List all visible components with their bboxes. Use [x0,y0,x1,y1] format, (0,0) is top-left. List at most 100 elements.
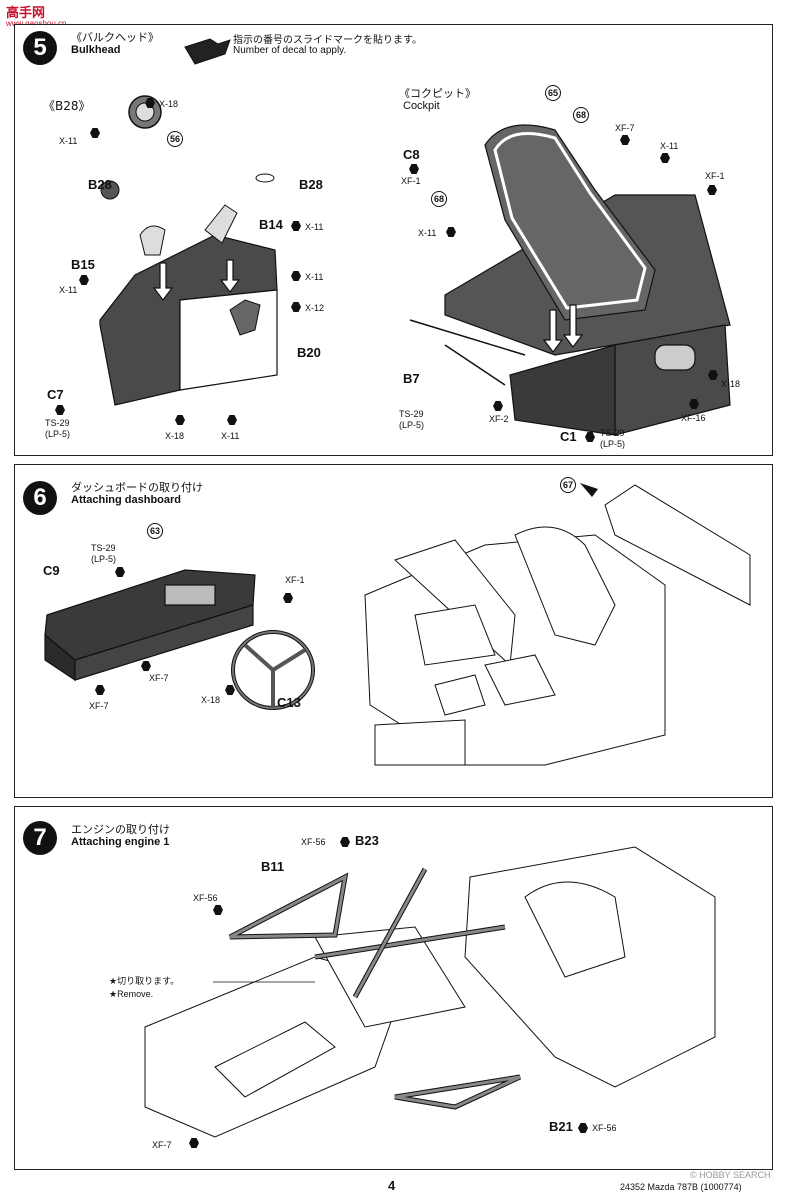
code-ts29-b7: TS-29 [399,409,424,419]
code-xf1-c8: XF-1 [401,176,421,186]
code-lp5-c1: (LP-5) [600,439,626,449]
bolt-icon [225,685,235,695]
bolt-icon [189,1138,199,1148]
code-ts29-c7: TS-29 [45,418,70,428]
bolt-icon [213,905,223,915]
code-ts29-c1: TS-29 [600,428,625,438]
step6-title-en: Attaching dashboard [71,494,182,506]
code-x18-cockpit: X-18 [721,379,741,389]
code-lp5-c9: (LP-5) [91,554,117,564]
step6-number: 6 [23,481,57,515]
bolt-icon [708,370,718,380]
code-xf56-b11: XF-56 [193,893,218,903]
step6-illustration [44,483,751,766]
decal-56-icon: 56 [167,131,183,147]
decal-68-icon: 68 [573,107,589,123]
decal-67-icon: 67 [560,477,576,493]
bolt-icon [493,401,503,411]
step7-panel: 7 エンジンの取り付け Attaching engine 1 XF-56 B23… [14,806,773,1170]
code-x12: X-12 [305,303,325,313]
bolt-icon [55,405,65,415]
bolt-icon [409,164,419,174]
bolt-icon [90,128,100,138]
bolt-icon [145,98,155,108]
bolt-icon [707,185,717,195]
code-xf56-b23: XF-56 [301,837,326,847]
footer-watermark: © HOBBY SEARCH [690,1170,771,1180]
bolt-icon [446,227,456,237]
step7-illustration [144,846,716,1138]
bolt-icon [283,593,293,603]
code-xf7-c9-a: XF-7 [149,673,169,683]
decal-63-icon: 63 [147,523,163,539]
code-x11-c: X-11 [305,272,324,282]
footer-code: 24352 Mazda 787B (1000774) [620,1182,742,1192]
bolt-icon [175,415,185,425]
step5-title-jp: 《バルクヘッド》 [71,31,159,44]
code-ts29-c9: TS-29 [91,543,116,553]
cockpit-title-jp: 《コクピット》 [399,87,476,100]
watermark-brand: 高手网 [6,5,46,20]
cut-note-jp: ★切り取ります。 [109,977,180,987]
part-b11: B11 [261,859,285,874]
part-b14: B14 [259,217,283,232]
bolt-icon [227,415,237,425]
bolt-icon [291,302,301,312]
step7-title-en: Attaching engine 1 [71,836,170,848]
step5-number: 5 [23,31,57,65]
part-b23: B23 [355,833,379,848]
part-c1: C1 [560,429,577,444]
code-x18-c13: X-18 [201,695,221,705]
part-c8: C8 [403,147,420,162]
code-xf2: XF-2 [489,414,509,424]
code-xf1-c13: XF-1 [285,575,305,585]
step5-illustration [99,38,731,436]
step5-panel: 5 《バルクヘッド》 Bulkhead 指示の番号のスライドマークを貼ります。 … [14,24,773,456]
code-lp5-c7: (LP-5) [45,429,71,439]
code-x18-a: X-18 [159,99,179,109]
part-c13: C13 [277,695,301,710]
decal-68-icon: 68 [431,191,447,207]
bolt-icon [79,275,89,285]
step7-title-jp: エンジンの取り付け [71,823,170,836]
code-xf1-cockpit: XF-1 [705,171,725,181]
bolt-icon [141,661,151,671]
step6-title-jp: ダッシュボードの取り付け [71,481,203,494]
part-c9: C9 [43,563,60,578]
decal-65-icon: 65 [545,85,561,101]
part-b7: B7 [403,371,420,386]
part-b28-right: B28 [299,177,323,192]
code-x11-d: X-11 [221,431,240,441]
code-xf16: XF-16 [681,413,706,423]
code-x18-b: X-18 [165,431,185,441]
bolt-icon [340,837,350,847]
b28-header: 《B28》 [43,99,91,113]
code-xf7-cockpit: XF-7 [615,123,635,133]
decal-note-en: Number of decal to apply. [233,45,347,56]
step5-title-en: Bulkhead [71,44,121,56]
decal-note-jp: 指示の番号のスライドマークを貼ります。 [233,35,422,46]
part-b15: B15 [71,257,95,272]
step7-number: 7 [23,821,57,855]
bolt-icon [291,271,301,281]
code-x11-b14: X-11 [305,222,324,232]
code-x11-cockpit-b: X-11 [418,228,437,238]
code-xf7-c9-b: XF-7 [89,701,109,711]
bolt-icon [291,221,301,231]
step6-panel: 6 ダッシュボードの取り付け Attaching dashboard 63 67… [14,464,773,798]
part-b28-left: B28 [88,177,112,192]
code-x11-a: X-11 [59,136,78,146]
part-c7: C7 [47,387,64,402]
cut-note-en: ★Remove. [109,989,154,999]
bolt-icon [115,567,125,577]
bolt-icon [578,1123,588,1133]
bolt-icon [660,153,670,163]
bolt-icon [620,135,630,145]
page-number: 4 [388,1178,396,1193]
code-x11-cockpit-a: X-11 [660,141,679,151]
code-lp5-b7: (LP-5) [399,420,425,430]
cockpit-title-en: Cockpit [403,100,440,112]
bolt-icon [689,399,699,409]
bolt-icon [585,432,595,442]
code-x11-b15: X-11 [59,285,78,295]
